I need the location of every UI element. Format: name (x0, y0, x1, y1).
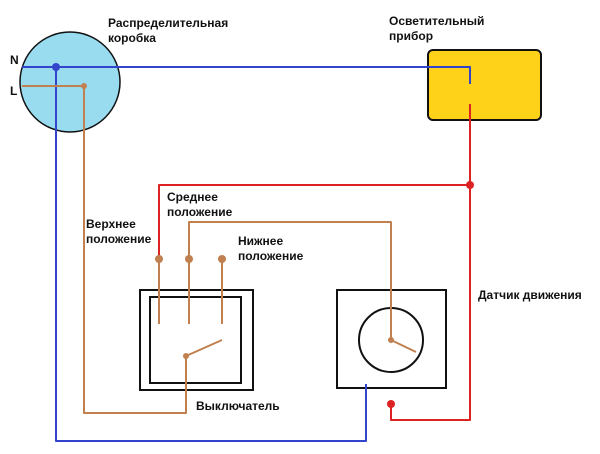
upper-terminal-dot (155, 255, 163, 263)
switch-contacts (158, 259, 223, 357)
line-node-dot (81, 83, 87, 89)
switch-pivot-dot (183, 353, 189, 359)
neutral-node-dot (52, 63, 60, 71)
lamp-label: Осветительный прибор (389, 14, 485, 43)
middle-position-label: Среднее положение (167, 190, 233, 219)
line-label: L (10, 84, 18, 98)
lower-terminal-dot (218, 255, 226, 263)
lower-position-label: Нижнее положение (238, 234, 304, 263)
junction-box-label: Распределительная коробка (108, 16, 229, 45)
lamp (427, 49, 542, 121)
motion-sensor-label: Датчик движения (478, 288, 582, 302)
red-junction-dot (466, 181, 474, 189)
sensor-center-dot (388, 337, 394, 343)
neutral-label: N (10, 53, 19, 67)
neutral-wire (22, 66, 471, 442)
switch-label: Выключатель (196, 399, 280, 413)
junction-box (19, 31, 121, 133)
middle-terminal-dot (185, 255, 193, 263)
switch-lever (185, 339, 223, 357)
upper-position-label: Верхнее положение (86, 217, 152, 246)
sensor-output-dot (387, 400, 395, 408)
switch-inner-frame (149, 296, 242, 384)
line-wire (22, 85, 417, 414)
switched-wire (158, 104, 471, 421)
